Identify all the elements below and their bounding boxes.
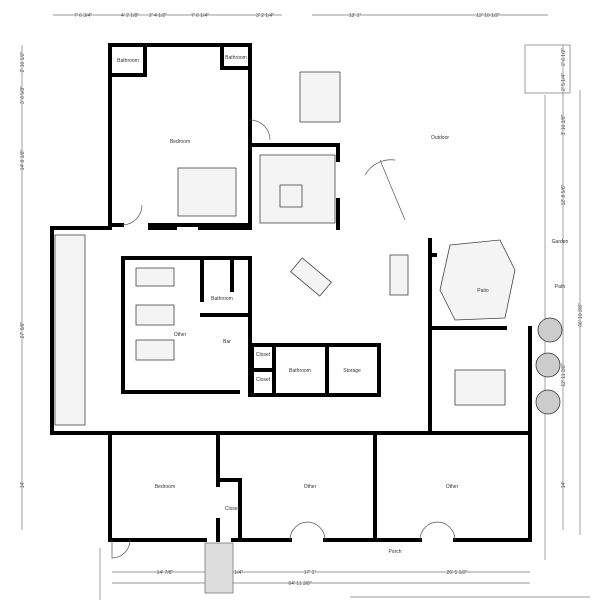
sofa-2 <box>135 304 175 326</box>
room-garden: Garden <box>552 239 569 245</box>
dim-right-5: 12' 11 3/8" <box>561 363 567 386</box>
dim-bottom-1: 14' 7/8" <box>157 570 174 576</box>
dim-bottom-2: 2' 1/4" <box>229 570 243 576</box>
walls <box>50 43 532 542</box>
dim-right-6: 14' <box>561 482 567 489</box>
room-porch: Porch <box>388 549 401 555</box>
room-patio: Patio <box>477 288 489 294</box>
dim-top-7: 12' 10 1/2" <box>476 13 500 19</box>
patio-gazebo <box>439 239 516 321</box>
door-arc <box>121 204 143 226</box>
dim-left-5: 14' <box>20 482 26 489</box>
dim-top-2: 4' 2 1/8" <box>121 13 139 19</box>
furniture <box>54 71 563 559</box>
steps <box>204 542 234 594</box>
dim-bottom-total: 64' 11 3/8" <box>288 581 311 587</box>
dim-right-4: 12' 8 5/8" <box>561 184 567 205</box>
room-other-bottom-right: Other <box>446 484 459 490</box>
dim-right-total: 66' 10 3/8" <box>578 303 584 327</box>
outdoor-door <box>364 159 406 221</box>
room-other-main: Other <box>174 332 187 338</box>
dim-top-1: 7' 6 3/4" <box>74 13 92 19</box>
room-closet-2: Closet <box>256 377 271 383</box>
room-bedroom-top: Bedroom <box>170 139 190 145</box>
dimension-lines <box>21 14 581 584</box>
dimension-labels-right: 2' 6 1/2" 2' 5 1/4" 3' 10 3/8" 12' 8 5/8… <box>561 48 584 488</box>
dim-top-4: 7' 6 1/4" <box>191 13 209 19</box>
dimension-labels-top: 7' 6 3/4" 4' 2 1/8" 2' 4 1/2" 7' 6 1/4" … <box>74 13 500 19</box>
room-storage: Storage <box>343 368 361 374</box>
tree-2 <box>535 352 561 378</box>
coffee-table <box>279 184 303 208</box>
room-outdoor: Outdoor <box>431 135 449 141</box>
dim-top-6: 13' 1" <box>349 13 362 19</box>
dim-left-2: 3' 8 5/8" <box>20 86 26 104</box>
room-bathroom-top-left: Bathroom <box>117 58 139 64</box>
room-path: Path <box>555 284 566 290</box>
lounge-furniture <box>299 71 341 123</box>
room-closet-1: Closet <box>256 352 271 358</box>
room-bar: Bar <box>223 339 231 345</box>
dim-right-3: 3' 10 3/8" <box>561 114 567 135</box>
double-door <box>419 521 456 541</box>
bench-left <box>54 234 86 426</box>
room-closet-bottom: Closet <box>225 506 240 512</box>
room-bathroom-mid: Bathroom <box>211 296 233 302</box>
double-door <box>289 521 326 541</box>
sofa-1 <box>135 267 175 287</box>
dim-bottom-4: 20' 5 1/2" <box>447 570 468 576</box>
office-desk <box>454 369 506 406</box>
tree-1 <box>537 317 563 343</box>
dining-table <box>389 254 409 296</box>
site-outline <box>99 44 590 600</box>
room-bathroom-lower: Bathroom <box>289 368 311 374</box>
dim-right-1: 2' 6 1/2" <box>561 48 567 66</box>
door-arc <box>111 539 131 559</box>
dim-top-5: 3' 2 1/4" <box>256 13 274 19</box>
bed-top <box>177 167 237 217</box>
dim-left-1: 2' 10 1/2" <box>20 51 26 72</box>
kitchen-island <box>290 257 332 297</box>
dimension-labels-bottom: 14' 7/8" 2' 1/4" 17' 1" 20' 5 1/2" 64' 1… <box>157 570 468 587</box>
dim-left-3: 14' 8 1/8" <box>20 149 26 170</box>
dim-bottom-3: 17' 1" <box>304 570 317 576</box>
dim-right-2: 2' 5 1/4" <box>561 73 567 91</box>
dim-top-3: 2' 4 1/2" <box>149 13 167 19</box>
tree-3 <box>535 389 561 415</box>
dimension-labels-left: 2' 10 1/2" 3' 8 5/8" 14' 8 1/8" 27' 5/8"… <box>20 51 26 488</box>
room-other-bottom-mid: Other <box>304 484 317 490</box>
room-labels: Bathroom Bathroom Bedroom Outdoor Garden… <box>117 55 568 555</box>
room-bathroom-top: Bathroom <box>225 55 247 61</box>
sofa-3 <box>135 339 175 361</box>
dim-left-4: 27' 5/8" <box>20 321 26 338</box>
room-bedroom-bottom: Bedroom <box>155 484 175 490</box>
door-arc <box>249 119 271 141</box>
